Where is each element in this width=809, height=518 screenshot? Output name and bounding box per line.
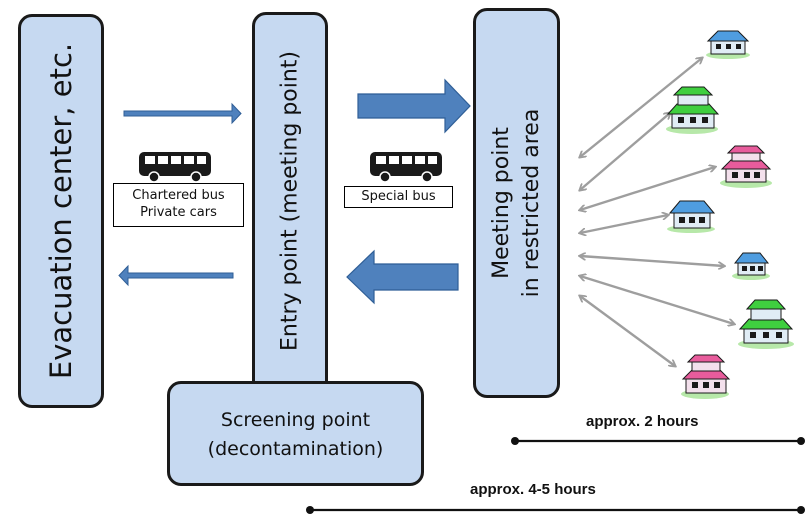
entry-point-box: Entry point (meeting point) — [252, 12, 328, 398]
timeline-4-5-hours — [306, 506, 805, 514]
arrow-to-evacuation — [118, 264, 234, 287]
arrow-to-meeting-point — [357, 78, 471, 134]
evacuation-center-box: Evacuation center, etc. — [18, 14, 104, 408]
screening-point-label-line1: Screening point — [220, 409, 371, 431]
house-icon — [667, 200, 716, 233]
route-arrow-7 — [580, 296, 675, 366]
house-connection-arrows — [580, 58, 734, 366]
duration-2-hours-label: approx. 2 hours — [586, 413, 699, 430]
house-icon — [720, 145, 772, 188]
screening-point-label: Screening point (decontamination) — [170, 406, 421, 464]
house-icon — [738, 299, 794, 349]
route-arrow-2 — [580, 113, 670, 190]
house-icon — [666, 86, 720, 134]
route-arrow-4 — [580, 215, 668, 233]
bus-icon — [138, 151, 212, 183]
screening-point-box: Screening point (decontamination) — [167, 381, 424, 486]
special-bus-label: Special bus — [361, 189, 436, 204]
meeting-point-box: Meeting point in restricted area — [473, 8, 560, 398]
arrow-to-entry-point — [346, 249, 459, 305]
chartered-bus-label: Chartered bus — [132, 188, 225, 203]
special-bus-label-box: Special bus — [344, 186, 453, 208]
arrow-to-entry — [123, 102, 242, 125]
route-arrow-5 — [580, 256, 724, 266]
house-icon — [732, 252, 770, 280]
bus-icon — [369, 151, 443, 183]
route-arrow-3 — [580, 167, 715, 210]
route-arrow-6 — [580, 276, 734, 324]
chartered-bus-label-box: Chartered bus Private cars — [113, 183, 244, 227]
entry-point-label: Entry point (meeting point) — [277, 50, 303, 352]
private-cars-label: Private cars — [140, 205, 217, 220]
timeline-2-hours — [511, 437, 805, 445]
duration-4-5-hours-label: approx. 4-5 hours — [470, 481, 596, 498]
house-icon — [681, 354, 731, 399]
house-icon — [706, 30, 750, 59]
screening-point-label-line2: (decontamination) — [207, 438, 384, 460]
